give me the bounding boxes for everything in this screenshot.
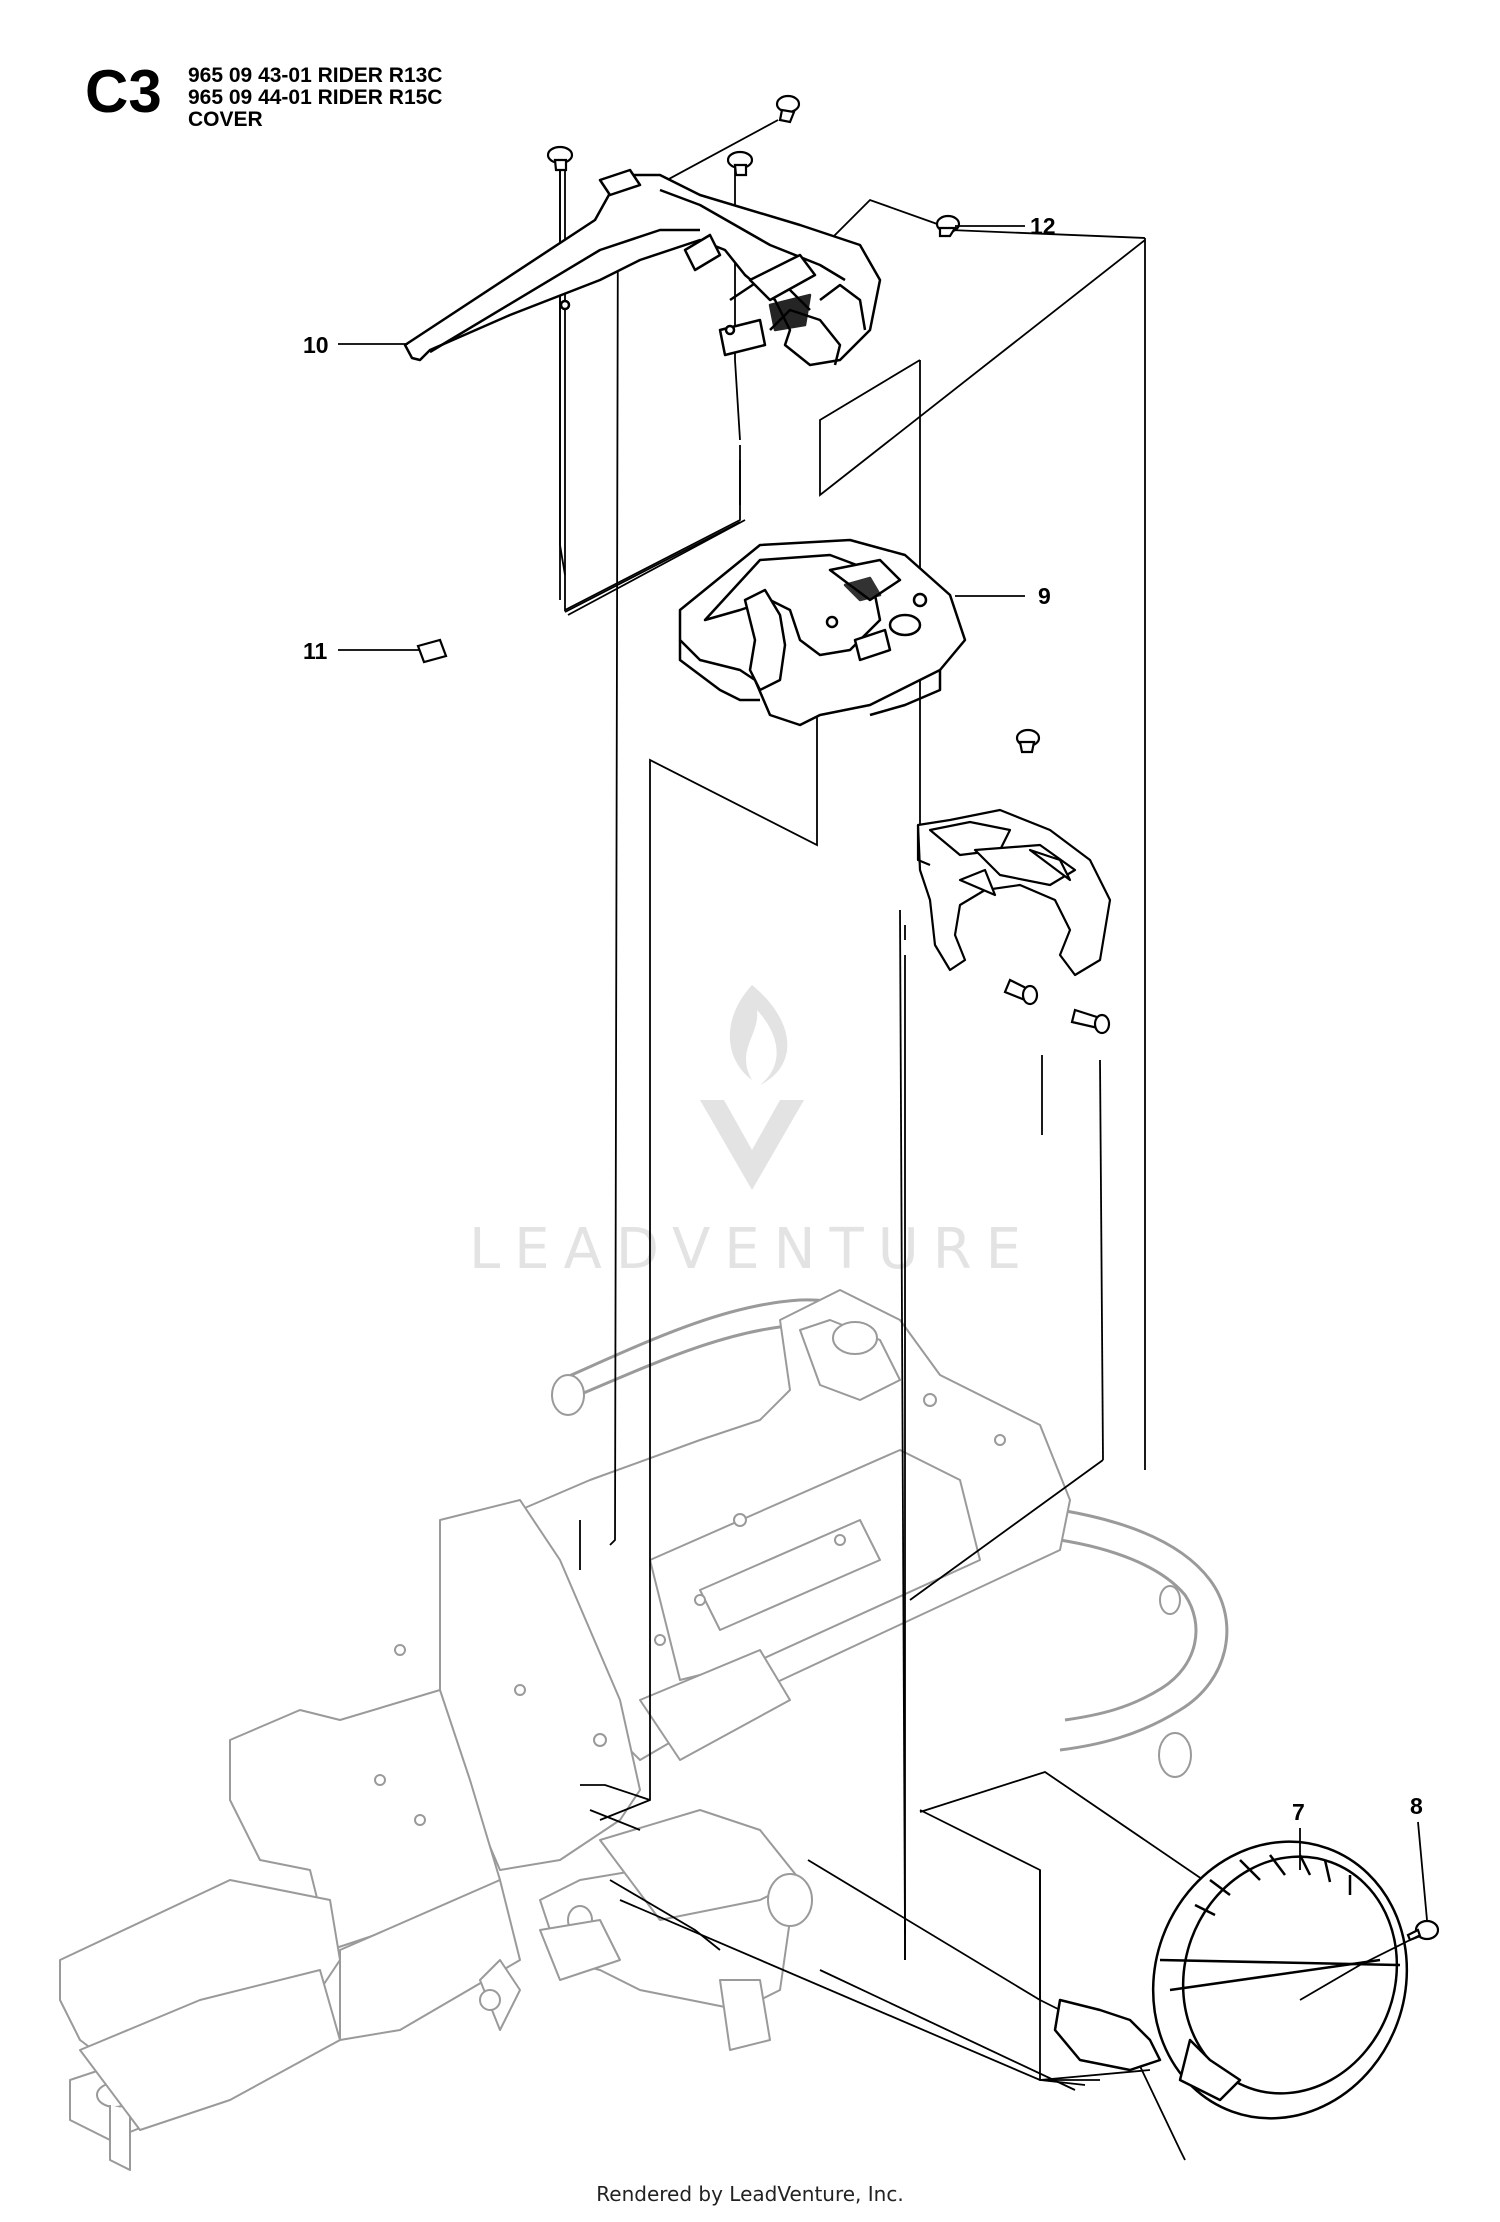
callout-11: 11 bbox=[303, 638, 328, 664]
callout-leaders bbox=[338, 225, 1428, 2001]
callout-8: 8 bbox=[1410, 1793, 1423, 1819]
callout-7: 7 bbox=[1292, 1799, 1305, 1825]
callout-9: 9 bbox=[1038, 583, 1051, 609]
callout-10: 10 bbox=[303, 332, 329, 358]
upper-cover-part bbox=[403, 168, 882, 367]
screw-left-icon bbox=[546, 145, 574, 172]
callout-12: 12 bbox=[1030, 213, 1056, 239]
footer-credit: Rendered by LeadVenture, Inc. bbox=[596, 2182, 904, 2206]
watermark-text: LEADVENTURE bbox=[469, 1217, 1035, 1282]
model-list: 965 09 43-01 RIDER R13C 965 09 44-01 RID… bbox=[188, 65, 442, 131]
screw-right-icon bbox=[726, 150, 754, 177]
diagram-header: C3 965 09 43-01 RIDER R13C 965 09 44-01 … bbox=[0, 0, 1500, 160]
clip-11-icon bbox=[416, 638, 448, 664]
assembly-lines bbox=[559, 119, 1241, 2161]
watermark: LEADVENTURE bbox=[469, 985, 1035, 1282]
bolt-right-icon bbox=[1070, 1008, 1111, 1035]
callout-numbers: 12 10 9 11 7 8 bbox=[303, 213, 1423, 1825]
rider-frame bbox=[59, 1289, 1229, 2171]
lower-cover-part bbox=[916, 808, 1112, 977]
screw-8-icon bbox=[1406, 1919, 1440, 1942]
console-cover-part bbox=[678, 538, 967, 727]
section-code: C3 bbox=[85, 58, 162, 125]
model-line-1: 965 09 43-01 RIDER R13C bbox=[188, 64, 443, 87]
bolt-left-icon bbox=[1003, 978, 1039, 1006]
flame-v-logo bbox=[700, 985, 804, 1190]
screw-top-icon bbox=[775, 94, 801, 124]
screw-12-icon bbox=[935, 214, 961, 238]
model-line-2: 965 09 44-01 RIDER R15C bbox=[188, 86, 443, 109]
fasteners bbox=[416, 94, 1440, 1942]
screw-console-icon bbox=[1015, 728, 1041, 754]
section-title: COVER bbox=[188, 108, 263, 131]
wheel-cover-part bbox=[1053, 1840, 1409, 2120]
